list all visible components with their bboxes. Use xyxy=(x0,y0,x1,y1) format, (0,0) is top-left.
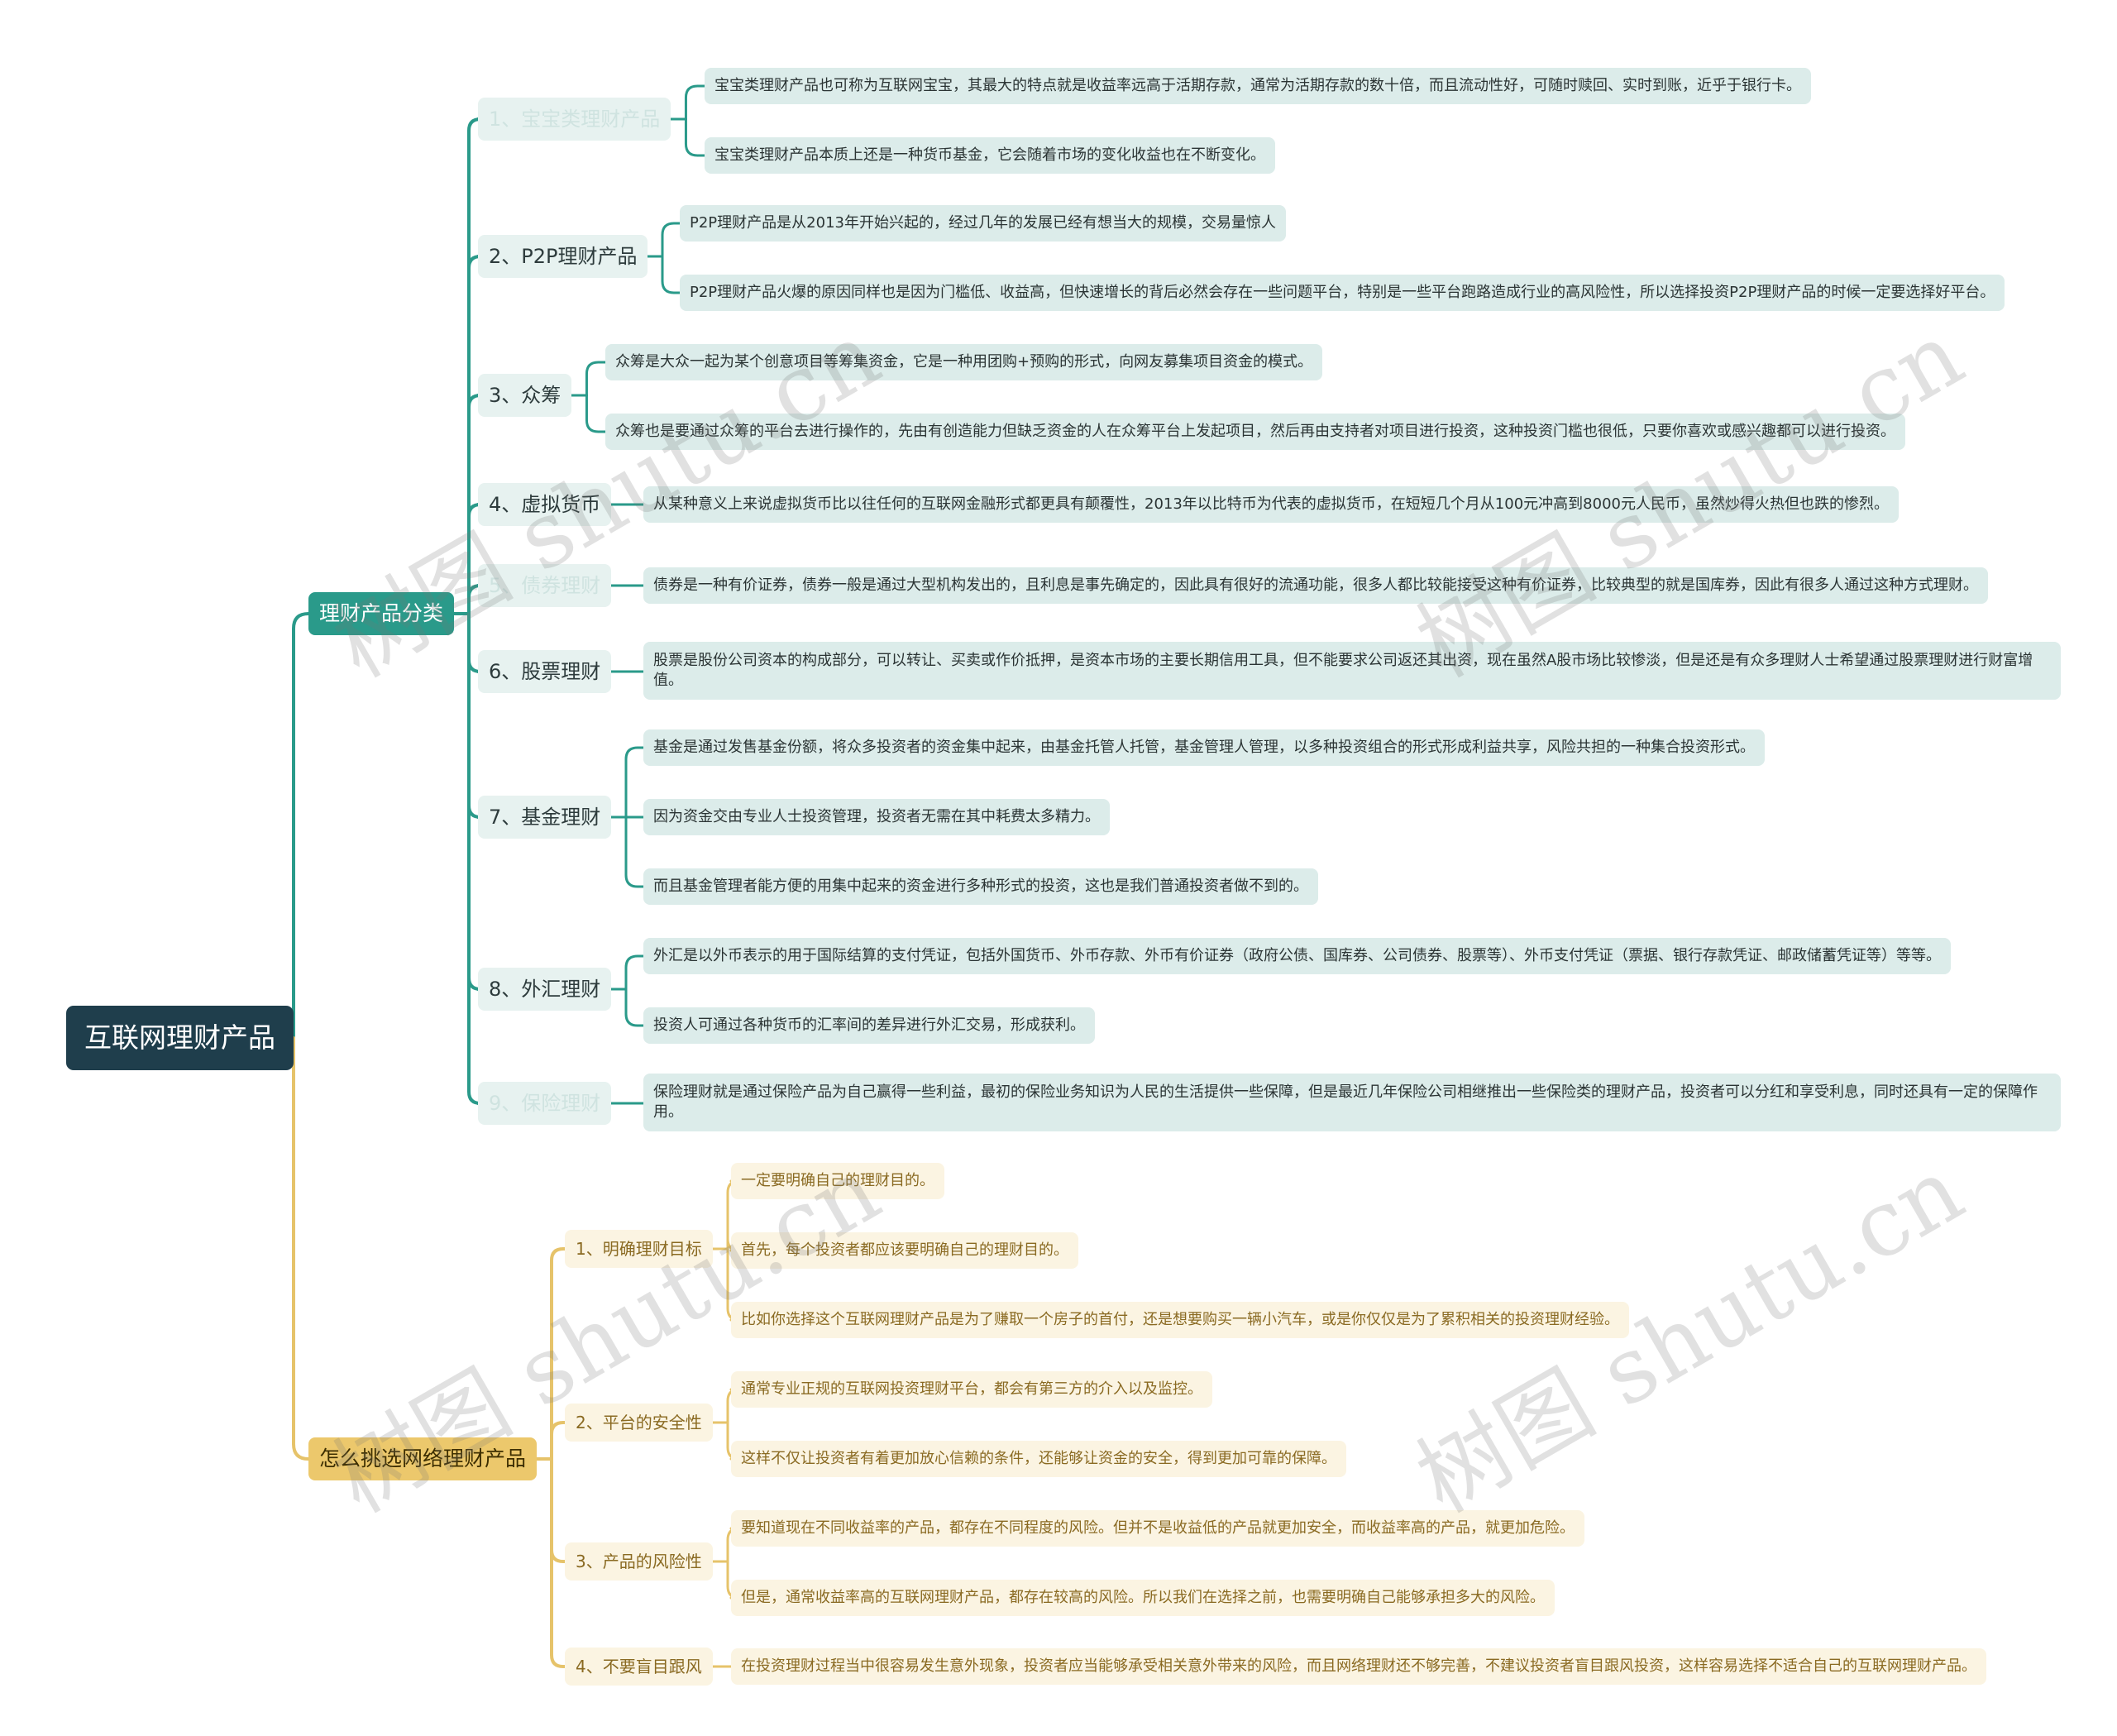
connector-line xyxy=(550,1457,566,1563)
selection-node[interactable]: 3、产品的风险性 xyxy=(565,1542,713,1581)
connector-line xyxy=(292,612,310,1040)
category-node[interactable]: 7、基金理财 xyxy=(478,796,612,839)
selection-detail[interactable]: 这样不仅让投资者有着更加放心信赖的条件，还能够让资金的安全，得到更加可靠的保障。 xyxy=(731,1441,1346,1477)
category-detail[interactable]: 外汇是以外币表示的用于国际结算的支付凭证，包括外国货币、外币存款、外币有价证券（… xyxy=(643,938,1951,974)
branch-selection[interactable]: 怎么挑选网络理财产品 xyxy=(308,1437,538,1480)
category-detail[interactable]: 宝宝类理财产品也可称为互联网宝宝，其最大的特点就是收益率远高于活期存款，通常为活… xyxy=(705,68,1811,104)
connector-line xyxy=(661,255,681,294)
selection-node[interactable]: 1、明确理财目标 xyxy=(565,1230,713,1268)
selection-detail[interactable]: 一定要明确自己的理财目的。 xyxy=(731,1163,944,1199)
category-detail[interactable]: 宝宝类理财产品本质上还是一种货币基金，它会随着市场的变化收益也在不断变化。 xyxy=(705,137,1275,174)
category-detail[interactable]: 众筹是大众一起为某个创意项目等筹集资金，它是一种用团购+预购的形式，向网友募集项… xyxy=(605,344,1323,380)
category-detail[interactable]: 众筹也是要通过众筹的平台去进行操作的，先由有创造能力但缺乏资金的人在众筹平台上发… xyxy=(605,414,1905,450)
category-detail[interactable]: 基金是通过发售基金份额，将众多投资者的资金集中起来，由基金托管人托管，基金管理人… xyxy=(643,729,1765,766)
connector-line xyxy=(684,84,706,121)
connector-line xyxy=(624,815,645,888)
connector-line xyxy=(585,361,607,397)
category-detail[interactable]: 而且基金管理者能方便的用集中起来的资金进行多种形式的投资，这也是我们普通投资者做… xyxy=(643,868,1318,905)
connector-line xyxy=(661,222,681,258)
selection-detail[interactable]: 但是，通常收益率高的互联网理财产品，都存在较高的风险。所以我们在选择之前，也需要… xyxy=(731,1580,1555,1616)
category-detail[interactable]: 保险理财就是通过保险产品为自己赢得一些利益，最初的保险业务知识为人民的生活提供一… xyxy=(643,1074,2061,1131)
category-node[interactable]: 1、宝宝类理财产品 xyxy=(478,98,671,141)
category-detail[interactable]: 从某种意义上来说虚拟货币比以往任何的互联网金融形式都更具有颠覆性，2013年以比… xyxy=(643,486,1899,523)
category-node[interactable]: 8、外汇理财 xyxy=(478,968,612,1011)
selection-detail[interactable]: 在投资理财过程当中很容易发生意外现象，投资者应当能够承受相关意外带来的风险，而且… xyxy=(731,1648,1986,1685)
connector-line xyxy=(467,117,481,615)
selection-detail[interactable]: 比如你选择这个互联网理财产品是为了赚取一个房子的首付，还是想要购买一辆小汽车，或… xyxy=(731,1302,1629,1338)
category-node[interactable]: 6、股票理财 xyxy=(478,650,612,693)
category-detail[interactable]: P2P理财产品是从2013年开始兴起的，经过几年的发展已经有想当大的规模，交易量… xyxy=(680,205,1286,242)
selection-node[interactable]: 4、不要盲目跟风 xyxy=(565,1648,713,1686)
connector-line xyxy=(585,394,607,433)
selection-detail[interactable]: 首先，每个投资者都应该要明确自己的理财目的。 xyxy=(731,1232,1078,1269)
category-node[interactable]: 2、P2P理财产品 xyxy=(478,235,648,278)
category-detail[interactable]: P2P理财产品火爆的原因同样也是因为门槛低、收益高，但快速增长的背后必然会存在一… xyxy=(680,275,2005,311)
connector-line xyxy=(550,1247,566,1461)
connector-line xyxy=(624,954,645,991)
connector-line xyxy=(467,255,481,615)
connector-line xyxy=(292,1036,310,1461)
branch-categories[interactable]: 理财产品分类 xyxy=(308,592,455,635)
category-node[interactable]: 9、保险理财 xyxy=(478,1082,612,1125)
selection-detail[interactable]: 要知道现在不同收益率的产品，都存在不同程度的风险。但并不是收益低的产品就更加安全… xyxy=(731,1510,1584,1547)
category-node[interactable]: 5、债券理财 xyxy=(478,564,612,607)
category-node[interactable]: 3、众筹 xyxy=(478,374,572,417)
category-detail[interactable]: 投资人可通过各种货币的汇率间的差异进行外汇交易，形成获利。 xyxy=(643,1007,1095,1044)
connector-line xyxy=(684,117,706,157)
category-detail[interactable]: 股票是股份公司资本的构成部分，可以转让、买卖或作价抵押，是资本市场的主要长期信用… xyxy=(643,642,2061,700)
category-detail[interactable]: 债券是一种有价证券，债券一般是通过大型机构发出的，且利息是事先确定的，因此具有很… xyxy=(643,567,1988,604)
connector-line xyxy=(624,746,645,819)
selection-node[interactable]: 2、平台的安全性 xyxy=(565,1404,713,1442)
selection-detail[interactable]: 通常专业正规的互联网投资理财平台，都会有第三方的介入以及监控。 xyxy=(731,1371,1212,1408)
category-detail[interactable]: 因为资金交由专业人士投资管理，投资者无需在其中耗费太多精力。 xyxy=(643,799,1110,835)
category-node[interactable]: 4、虚拟货币 xyxy=(478,483,612,526)
root-node[interactable]: 互联网理财产品 xyxy=(66,1006,294,1070)
connector-line xyxy=(550,1421,566,1461)
connector-line xyxy=(467,612,481,819)
connector-line xyxy=(624,988,645,1027)
connector-line xyxy=(550,1457,566,1668)
